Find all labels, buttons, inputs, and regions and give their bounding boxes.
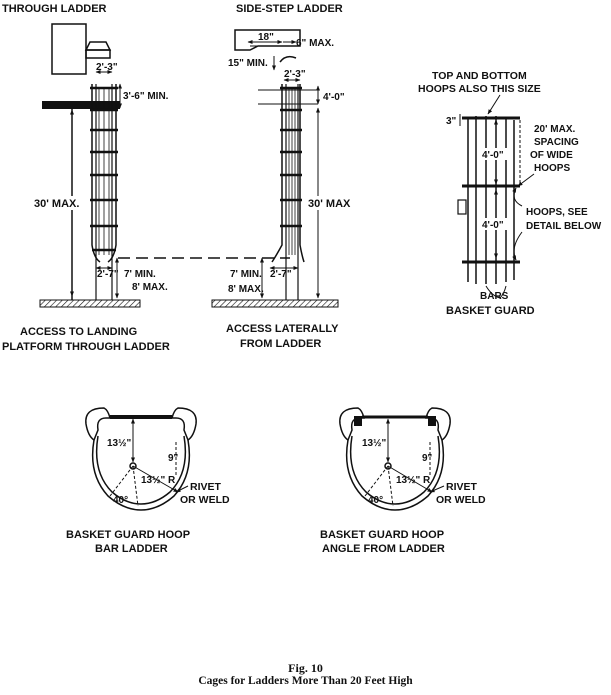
through-ladder-width-dim: 2'-3" <box>96 62 118 73</box>
side-step-caption-1: ACCESS LATERALLY <box>226 323 339 335</box>
basket-guard-hoops <box>462 116 520 264</box>
basket-guard-bars-label: BARS <box>480 291 509 302</box>
basket-guard-4ft-dim-a: 4'-0" <box>482 150 504 161</box>
through-ladder-cage <box>91 84 101 263</box>
hoop-angle-rivet-2: OR WELD <box>436 494 486 506</box>
hoop-bar-title-1: BASKET GUARD HOOP <box>66 529 190 541</box>
hoop-bar-rivet-2: OR WELD <box>180 494 230 506</box>
hoop-bar-ladder-hoop <box>91 439 191 511</box>
hoop-bar-9-dim: 9" <box>168 453 179 464</box>
side-step-height-dim: 30' MAX <box>308 198 351 210</box>
basket-guard-bars <box>467 116 515 284</box>
basket-guard-spacing-4: HOOPS <box>534 163 570 174</box>
basket-guard-3in-dim: 3" <box>446 116 457 127</box>
hoop-angle-135-dim: 13½" <box>362 438 386 449</box>
basket-guard-spacing-3: OF WIDE <box>530 150 573 161</box>
hoop-bar-ladder-drawing: 13½" 9" 13½" R 40° RIVET OR WELD BASKET … <box>66 407 230 555</box>
through-ladder-top-dim: 3'-6" MIN. <box>123 91 169 102</box>
hoop-bar-angle: 40° <box>113 495 128 506</box>
basket-guard-spacing-1: 20' MAX. <box>534 124 576 135</box>
figure-number: Fig. 10 <box>288 661 323 675</box>
through-ladder-hatch-cover <box>84 41 112 51</box>
hoop-angle-radius-dim: 13½" R <box>396 475 431 486</box>
basket-guard-4ft-dim-b: 4'-0" <box>482 220 504 231</box>
through-ladder-min-dim: 7' MIN. <box>124 269 156 280</box>
side-step-cage <box>271 84 283 263</box>
hoop-angle-rivet-1: RIVET <box>446 481 478 493</box>
hoop-bar-rivet-1: RIVET <box>190 481 222 493</box>
side-step-ladder-drawing: SIDE-STEP LADDER 18" 6" MAX. 15" MIN. <box>211 3 351 350</box>
side-step-max-dim: 8' MAX. <box>228 284 264 295</box>
basket-guard-note-1: TOP AND BOTTOM <box>432 70 527 82</box>
side-step-hoops <box>280 86 302 228</box>
hoop-angle-ladder-drawing: 13½" 9" 13½" R 40° RIVET OR WELD BASKET … <box>320 407 486 555</box>
hoop-angle-ladder-hoop <box>345 439 445 511</box>
through-ladder-caption-2: PLATFORM THROUGH LADDER <box>2 341 170 353</box>
side-step-min-dim: 7' MIN. <box>230 269 262 280</box>
through-ladder-ground <box>39 299 141 308</box>
basket-guard-note-2: HOOPS ALSO THIS SIZE <box>418 83 541 95</box>
through-ladder-heading: THROUGH LADDER <box>2 3 107 15</box>
side-step-15min-dim: 15" MIN. <box>228 58 268 69</box>
through-ladder-roof-box <box>51 23 87 75</box>
hoop-bar-radius-dim: 13½" R <box>141 475 176 486</box>
side-step-6max-dim: 6" MAX. <box>296 38 334 49</box>
through-ladder-hoops <box>90 86 118 252</box>
side-step-caption-2: FROM LADDER <box>240 338 321 350</box>
basket-guard-drawing: TOP AND BOTTOM HOOPS ALSO THIS SIZE 3" 4… <box>418 70 602 317</box>
hoop-angle-9-dim: 9" <box>422 453 433 464</box>
basket-guard-title: BASKET GUARD <box>446 305 535 317</box>
through-ladder-drawing: THROUGH LADDER 2'-3" <box>2 3 170 353</box>
through-ladder-bottom-width-dim: 2'-7" <box>97 269 119 280</box>
side-step-top-dim: 4'-0" <box>323 92 345 103</box>
hoop-bar-title-2: BAR LADDER <box>95 543 168 555</box>
hoop-angle-title-2: ANGLE FROM LADDER <box>322 543 445 555</box>
hoop-angle-angle: 40° <box>368 495 383 506</box>
side-step-18-dim: 18" <box>258 32 274 43</box>
side-step-bottom-width-dim: 2'-7" <box>270 269 292 280</box>
figure-title: Cages for Ladders More Than 20 Feet High <box>198 675 413 687</box>
side-step-width-dim: 2'-3" <box>284 69 306 80</box>
basket-guard-hoops-2: DETAIL BELOW <box>526 221 602 232</box>
through-ladder-height-dim: 30' MAX. <box>34 198 79 210</box>
hoop-bar-135-dim: 13½" <box>107 438 131 449</box>
basket-guard-spacing-2: SPACING <box>534 137 579 148</box>
through-ladder-caption-1: ACCESS TO LANDING <box>20 326 137 338</box>
through-ladder-max-dim: 8' MAX. <box>132 282 168 293</box>
side-step-ladder-heading: SIDE-STEP LADDER <box>236 3 343 15</box>
side-step-ground <box>211 299 339 308</box>
hoop-angle-title-1: BASKET GUARD HOOP <box>320 529 444 541</box>
through-ladder-platform <box>42 101 120 109</box>
basket-guard-hoops-1: HOOPS, SEE <box>526 207 588 218</box>
